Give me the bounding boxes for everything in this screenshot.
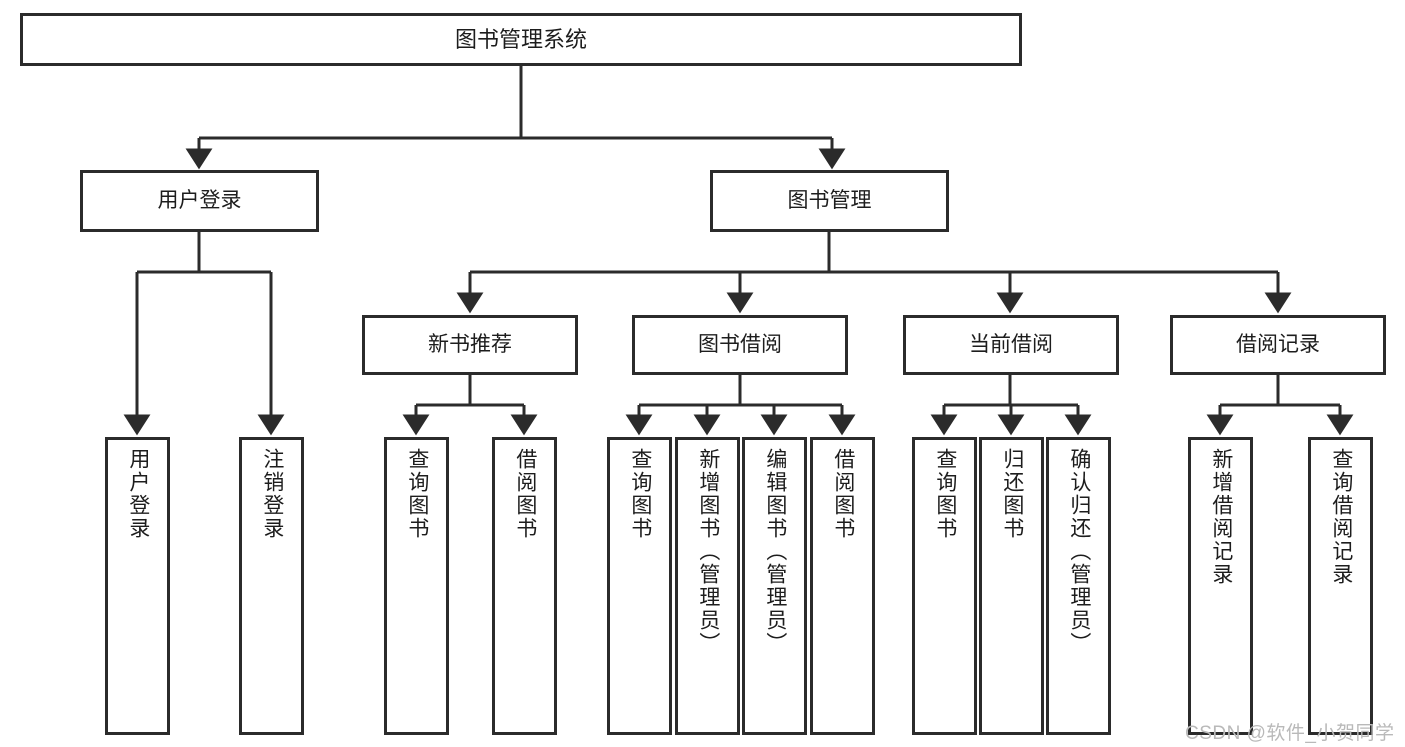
node-label: 用户登录 bbox=[157, 188, 242, 212]
node-label: 图书借阅 bbox=[698, 332, 782, 356]
node-borrow-records[interactable]: 借阅记录 bbox=[1170, 315, 1386, 375]
node-label: 注销登录 bbox=[260, 448, 284, 540]
node-label: 归还图书 bbox=[1000, 448, 1024, 540]
node-label: 编辑图书（管理员） bbox=[763, 448, 787, 655]
leaf-new-book-query[interactable]: 查询图书 bbox=[384, 437, 449, 735]
leaf-book-borrow-query[interactable]: 查询图书 bbox=[607, 437, 672, 735]
leaf-book-borrow-edit[interactable]: 编辑图书（管理员） bbox=[742, 437, 807, 735]
node-label: 借阅图书 bbox=[513, 448, 537, 540]
node-root-system[interactable]: 图书管理系统 bbox=[20, 13, 1022, 66]
leaf-book-borrow-borrow[interactable]: 借阅图书 bbox=[810, 437, 875, 735]
node-book-borrow[interactable]: 图书借阅 bbox=[632, 315, 848, 375]
node-current-borrow[interactable]: 当前借阅 bbox=[903, 315, 1119, 375]
leaf-new-book-borrow[interactable]: 借阅图书 bbox=[492, 437, 557, 735]
node-label: 查询图书 bbox=[405, 448, 429, 540]
node-label: 借阅图书 bbox=[831, 448, 855, 540]
node-label: 查询图书 bbox=[933, 448, 957, 540]
node-label: 当前借阅 bbox=[969, 332, 1053, 356]
node-label: 借阅记录 bbox=[1236, 332, 1320, 356]
node-book-management[interactable]: 图书管理 bbox=[710, 170, 949, 232]
leaf-book-borrow-add[interactable]: 新增图书（管理员） bbox=[675, 437, 740, 735]
node-new-book-recommend[interactable]: 新书推荐 bbox=[362, 315, 578, 375]
leaf-borrow-record-add[interactable]: 新增借阅记录 bbox=[1188, 437, 1253, 735]
leaf-current-borrow-return[interactable]: 归还图书 bbox=[979, 437, 1044, 735]
node-label: 用户登录 bbox=[126, 448, 150, 540]
leaf-current-borrow-confirm-return[interactable]: 确认归还（管理员） bbox=[1046, 437, 1111, 735]
leaf-user-login-login[interactable]: 用户登录 bbox=[105, 437, 170, 735]
node-label: 图书管理系统 bbox=[454, 26, 587, 52]
leaf-borrow-record-query[interactable]: 查询借阅记录 bbox=[1308, 437, 1373, 735]
node-user-login[interactable]: 用户登录 bbox=[80, 170, 319, 232]
leaf-current-borrow-query[interactable]: 查询图书 bbox=[912, 437, 977, 735]
node-label: 新增图书（管理员） bbox=[696, 448, 720, 655]
node-label: 图书管理 bbox=[787, 188, 872, 212]
node-label: 确认归还（管理员） bbox=[1067, 448, 1091, 655]
leaf-user-login-logout[interactable]: 注销登录 bbox=[239, 437, 304, 735]
node-label: 查询图书 bbox=[628, 448, 652, 540]
csdn-watermark: CSDN @软件_小贺同学 bbox=[1185, 723, 1395, 744]
node-label: 新增借阅记录 bbox=[1209, 448, 1233, 586]
node-label: 查询借阅记录 bbox=[1329, 448, 1353, 586]
node-label: 新书推荐 bbox=[428, 332, 512, 356]
